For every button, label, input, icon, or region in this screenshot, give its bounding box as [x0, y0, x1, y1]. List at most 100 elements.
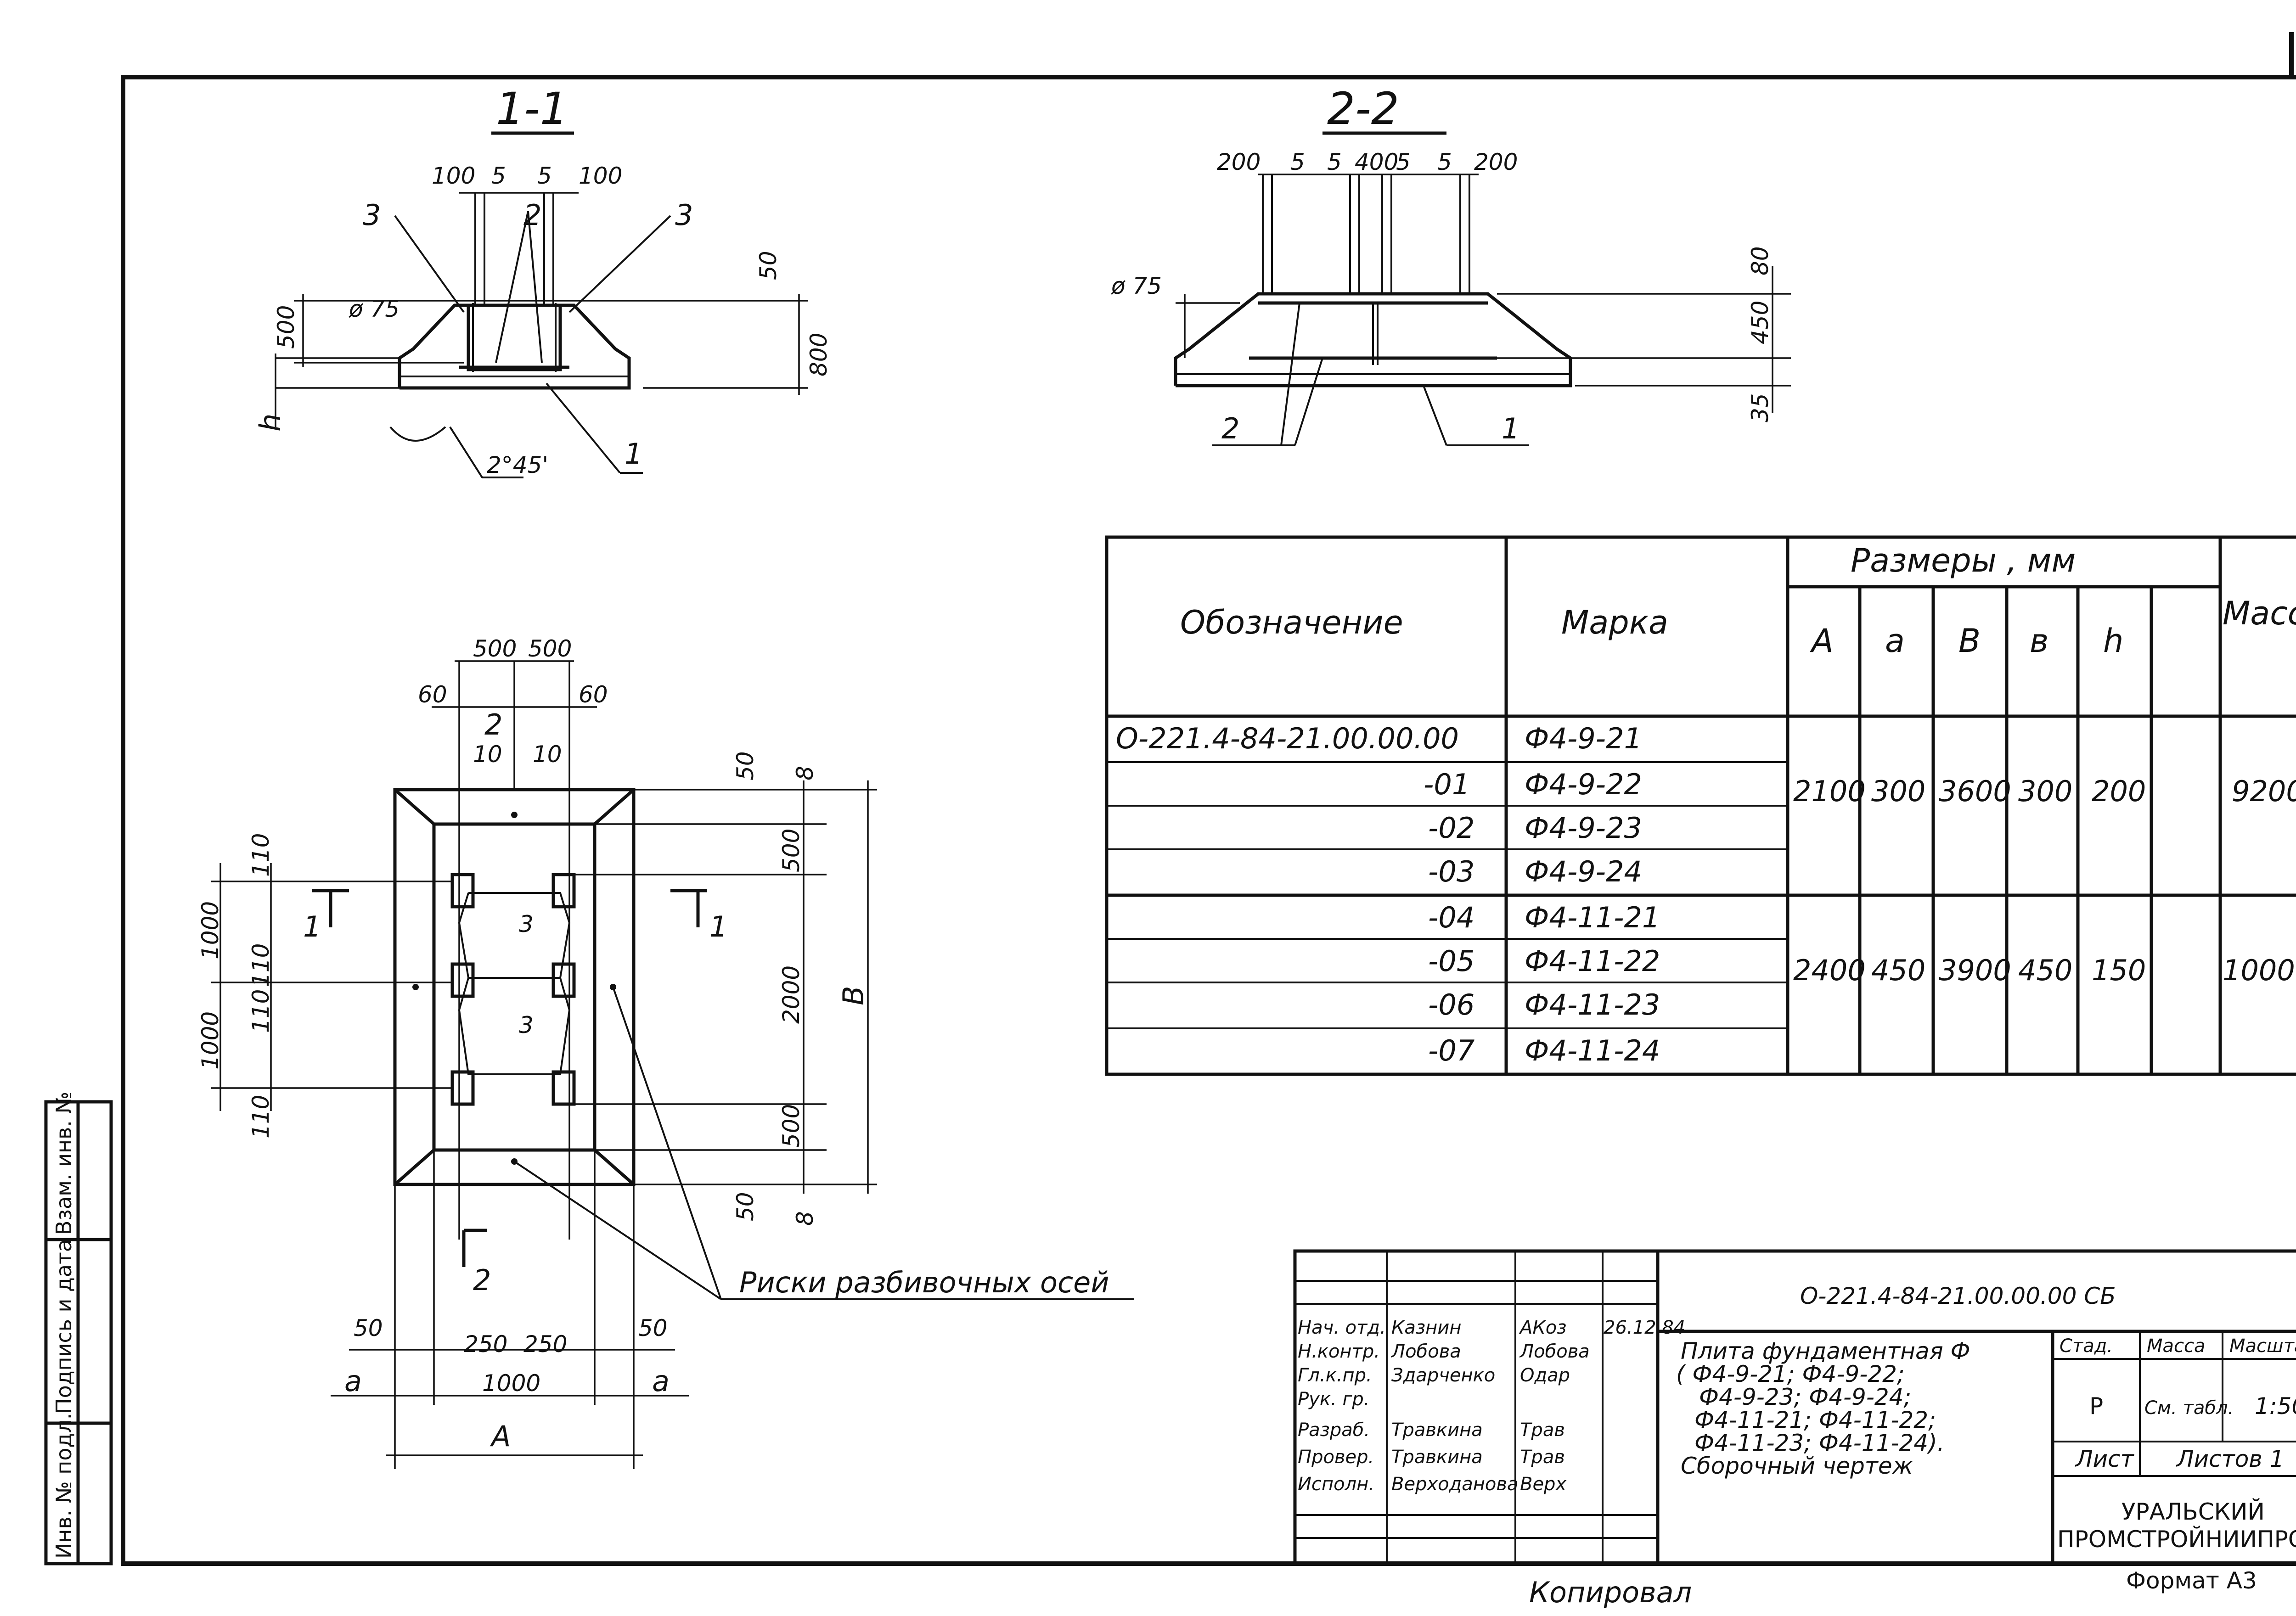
tb-mass-label: Масса	[2147, 1335, 2206, 1357]
tb-doc-code: О-221.4-84-21.00.00.00 СБ	[1800, 1283, 2116, 1309]
plan-section-mark-2: 2	[484, 708, 502, 741]
s1-dim-100-left: 100	[432, 163, 475, 189]
spec-row-designation: -01	[1424, 768, 1470, 801]
spec-row-mark: Ф4-9-23	[1525, 811, 1642, 845]
tb-name: Травкина	[1391, 1420, 1483, 1441]
s2-label-1: 1	[1502, 412, 1519, 445]
plan-dim-left-110-c: 110	[248, 989, 274, 1033]
tb-stage-label: Стад.	[2060, 1335, 2113, 1357]
side-stamp-sign: Подпись и дата	[51, 1239, 76, 1414]
spec-group2-b: 450	[2018, 954, 2072, 987]
s2-diameter: ø 75	[1111, 273, 1162, 299]
s2-dim-80: 80	[1747, 246, 1773, 275]
plan-dim-left-110-a: 110	[248, 833, 274, 877]
plan-dim-500-left: 500	[473, 635, 517, 662]
tb-name: Верходанова	[1391, 1474, 1518, 1495]
plan-dim-left-1000-b: 1000	[197, 1011, 224, 1070]
plan-dim-right-500-top: 500	[778, 829, 805, 872]
tb-role: Нач. отд.	[1298, 1317, 1386, 1338]
plan-dim-10-left: 10	[473, 741, 502, 768]
s2-dim-400: 400	[1355, 149, 1398, 175]
spec-header-h: h	[2103, 622, 2123, 660]
s2-dim-200-right: 200	[1474, 149, 1518, 175]
tb-title-line: Плита фундаментная Ф	[1681, 1338, 1970, 1364]
plan-dim-10-right: 10	[533, 741, 562, 768]
spec-row-designation: -06	[1428, 988, 1474, 1021]
tb-signature: Лобова	[1519, 1341, 1590, 1362]
spec-row-designation: -05	[1428, 944, 1474, 978]
spec-row-designation: О-221.4-84-21.00.00.00	[1116, 722, 1459, 755]
plan-view: 500 500 60 60 10 10 2 110 1000 110 110 1…	[197, 635, 1134, 1469]
s1-label-1: 1	[625, 437, 642, 471]
spec-header-a: a	[1885, 622, 1905, 660]
spec-header-designation: Обозначение	[1180, 604, 1403, 641]
plan-dim-60-right: 60	[579, 681, 608, 708]
s2-label-2: 2	[1221, 412, 1239, 445]
spec-row-designation: -04	[1428, 901, 1474, 934]
tb-signature: Трав	[1520, 1447, 1565, 1468]
s1-angle: 2°45'	[487, 452, 548, 478]
s1-label-3-left: 3	[363, 198, 381, 232]
spec-group2-h: 150	[2092, 954, 2146, 987]
spec-row-designation: -07	[1428, 1034, 1474, 1067]
tb-signature: АКоз	[1519, 1317, 1567, 1338]
tb-title-line: ( Ф4-9-21; Ф4-9-22;	[1676, 1361, 1905, 1387]
spec-group1-a: 300	[1871, 774, 1925, 808]
tb-title-line: Ф4-9-23; Ф4-9-24;	[1699, 1384, 1911, 1410]
plan-dim-bottom-50-left: 50	[354, 1315, 383, 1341]
plan-inner-3-top: 3	[519, 911, 534, 937]
spec-row-designation: -02	[1428, 811, 1474, 845]
s2-dim-5-c: 5	[1396, 149, 1411, 175]
plan-dim-a-right: a	[652, 1364, 670, 1398]
plan-dim-right-8-top: 8	[792, 766, 818, 780]
spec-header-A: А	[1810, 622, 1834, 660]
tb-role: Рук. гр.	[1298, 1389, 1370, 1410]
s1-label-2: 2	[523, 198, 541, 232]
side-stamp-inv: Инв. № подл.	[51, 1413, 76, 1559]
plan-dim-60-left: 60	[418, 681, 447, 708]
plan-cut-2-bottom: 2	[473, 1263, 491, 1297]
s2-dim-5-b: 5	[1327, 149, 1342, 175]
spec-table: Обозначение Марка Размеры , мм А a В в h…	[1105, 535, 2296, 1076]
spec-group1-A: 2100	[1793, 774, 1866, 808]
spec-row-designation: -03	[1428, 855, 1474, 888]
footer-copied: Копировал	[1529, 1576, 1692, 1609]
tb-role: Разраб.	[1298, 1420, 1370, 1441]
plan-dim-right-50-bottom: 50	[732, 1192, 759, 1221]
plan-dim-B: В	[837, 986, 870, 1005]
s1-label-3-right: 3	[675, 198, 693, 232]
plan-dim-a-left: a	[344, 1364, 362, 1398]
tb-org-line2: ПРОМСТРОЙНИИПРОЕКТ	[2057, 1526, 2296, 1553]
s2-dim-5-a: 5	[1290, 149, 1305, 175]
spec-row-mark: Ф4-9-21	[1525, 722, 1642, 755]
tb-role: Исполн.	[1298, 1474, 1374, 1495]
plan-dim-bottom-250-right: 250	[523, 1331, 567, 1358]
spec-group2-a: 450	[1871, 954, 1925, 987]
spec-header-sizes: Размеры , мм	[1851, 542, 2076, 579]
plan-dim-left-110-d: 110	[248, 1095, 274, 1139]
s1-diameter: ø 75	[349, 296, 400, 322]
spec-group2-mass: 10000	[2223, 954, 2296, 987]
tb-name: Лобова	[1390, 1341, 1461, 1362]
plan-dim-right-2000: 2000	[778, 965, 805, 1024]
tb-role: Н.контр.	[1298, 1341, 1380, 1362]
spec-group1-mass: 9200	[2232, 774, 2296, 808]
tb-mass: См. табл.	[2144, 1397, 2234, 1419]
s1-dim-500: 500	[273, 305, 299, 349]
spec-group2-B: 3900	[1939, 954, 2011, 987]
sheet-frame	[121, 32, 2296, 1566]
spec-group1-h: 200	[2092, 774, 2146, 808]
tb-date: 26.12.84	[1604, 1317, 1685, 1338]
s1-h: h	[253, 414, 287, 432]
tb-name: Травкина	[1391, 1447, 1483, 1468]
tb-scale-label: Масштаб	[2229, 1335, 2296, 1357]
plan-leader-note: Риски разбивочных осей	[739, 1266, 1109, 1299]
spec-group1-b: 300	[2018, 774, 2072, 808]
s1-dim-100-right: 100	[579, 163, 622, 189]
s2-dim-450: 450	[1747, 301, 1773, 344]
spec-row-mark: Ф4-11-22	[1525, 944, 1660, 978]
plan-dim-bottom-50-right: 50	[638, 1315, 668, 1341]
s1-dim-5-right: 5	[537, 163, 552, 189]
tb-sheet-label: Лист	[2075, 1446, 2135, 1472]
tb-role: Провер.	[1298, 1447, 1374, 1468]
